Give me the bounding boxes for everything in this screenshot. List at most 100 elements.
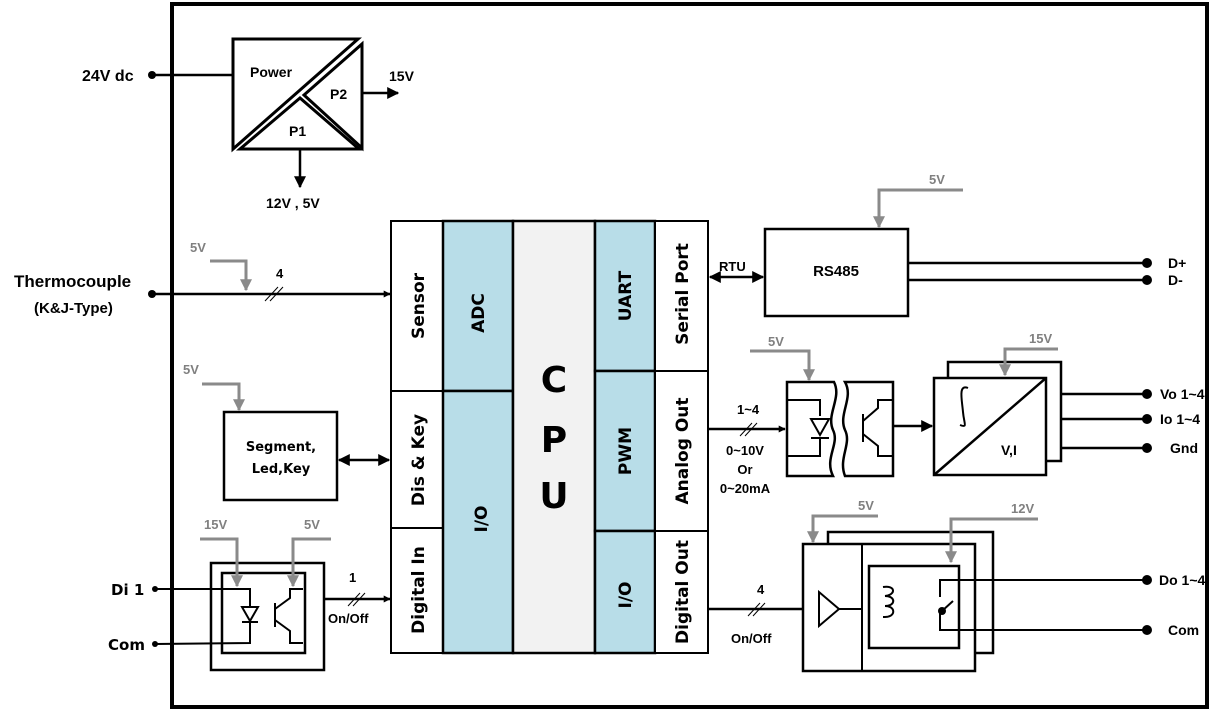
peripheral-pwm bbox=[593, 369, 657, 533]
thermocouple-input: Thermocouple (K&J-Type) 4 5V bbox=[14, 240, 391, 317]
peripheral-uart-label: UART bbox=[616, 270, 636, 321]
port-digital-out bbox=[654, 530, 709, 654]
di-supply-left-arrow bbox=[200, 537, 243, 588]
power-p2-label: P2 bbox=[330, 86, 347, 102]
do-com-label: Com bbox=[1168, 622, 1199, 638]
port-digital-in-label: Digital In bbox=[409, 546, 429, 634]
port-serial-label: Serial Port bbox=[673, 243, 693, 345]
display-box bbox=[222, 410, 339, 502]
analog-out-bus-width: 1~4 bbox=[737, 402, 760, 417]
peripheral-io-right-label: I/O bbox=[616, 582, 636, 609]
di-signal-label: On/Off bbox=[328, 611, 369, 626]
vo-label: Vo 1~4 bbox=[1160, 386, 1205, 402]
peripheral-io-left-label: I/O bbox=[472, 506, 492, 533]
digital-out-bus-width: 4 bbox=[757, 582, 765, 597]
port-dis-key-label: Dis & Key bbox=[409, 414, 429, 506]
di-diode-icon bbox=[240, 606, 260, 624]
do-terminal bbox=[1142, 575, 1152, 585]
rs485-supply-label: 5V bbox=[929, 172, 945, 187]
converter-supply-label: 15V bbox=[1029, 331, 1052, 346]
digital-out-signal: On/Off bbox=[731, 631, 772, 646]
peripheral-adc-label: ADC bbox=[469, 293, 489, 333]
di-com-terminal-label: Com bbox=[108, 636, 145, 654]
rs485-block: RS485 RTU 5V D+ D- bbox=[708, 172, 1186, 318]
thermocouple-label: Thermocouple bbox=[14, 272, 131, 291]
rs485-box bbox=[763, 227, 910, 318]
rs485-label: RS485 bbox=[813, 263, 859, 280]
power-label: Power bbox=[250, 64, 293, 80]
display-label-line2: Led,Key bbox=[252, 462, 311, 477]
power-converter-shape bbox=[231, 37, 362, 153]
analog-out-range-1: 0~10V bbox=[726, 443, 764, 458]
display-supply-label: 5V bbox=[183, 362, 199, 377]
io-terminal bbox=[1142, 414, 1152, 424]
converter-label: V,I bbox=[1001, 442, 1017, 458]
analog-opto-diode-icon bbox=[809, 418, 831, 438]
power-p1-label: P1 bbox=[289, 123, 306, 139]
relay-supply-label: 12V bbox=[1011, 501, 1034, 516]
do-com-terminal bbox=[1142, 625, 1152, 635]
digital-input-block: Di 1 Com 15V 5V 1 On/Off bbox=[108, 517, 391, 672]
p1-output-label: 12V , 5V bbox=[266, 195, 320, 211]
thermocouple-type-label: (K&J-Type) bbox=[34, 300, 113, 317]
digital-out-block: 4 On/Off Do 1~4 Com 5V 12V bbox=[708, 498, 1206, 673]
gnd-terminal bbox=[1142, 443, 1152, 453]
di-isolator-inner bbox=[220, 571, 307, 655]
cpu-core bbox=[511, 219, 597, 655]
driver-buffer-icon bbox=[818, 589, 841, 629]
rs485-supply-arrow bbox=[873, 188, 963, 229]
cpu-letter-u: U bbox=[539, 476, 568, 517]
thermocouple-supply-label: 5V bbox=[190, 240, 206, 255]
rs485-rtu-label: RTU bbox=[719, 259, 746, 274]
driver-supply-arrow bbox=[807, 514, 878, 544]
peripheral-io-left bbox=[441, 389, 515, 655]
analog-opto-transistor-side bbox=[841, 380, 895, 478]
relay-box bbox=[867, 564, 961, 650]
port-digital-out-label: Digital Out bbox=[673, 540, 693, 644]
do-label: Do 1~4 bbox=[1159, 572, 1206, 588]
peripheral-adc bbox=[441, 219, 515, 393]
rs485-dminus-terminal bbox=[1142, 275, 1152, 285]
analog-out-block: 1~4 0~10V Or 0~20mA 5V V,I 15V Vo 1~4 Io… bbox=[708, 331, 1205, 496]
di-supply-right-arrow bbox=[287, 537, 331, 588]
integral-icon bbox=[959, 386, 969, 427]
power-p2-shape bbox=[301, 40, 364, 152]
peripheral-pwm-label: PWM bbox=[616, 427, 636, 475]
display-block: Segment, Led,Key 5V bbox=[183, 362, 391, 502]
analog-opto-supply-label: 5V bbox=[768, 334, 784, 349]
vo-terminal bbox=[1142, 389, 1152, 399]
converter-supply-arrow bbox=[999, 347, 1058, 377]
power-input-label: 24V dc bbox=[82, 68, 134, 85]
di-terminal-label: Di 1 bbox=[111, 581, 144, 599]
p2-output-label: 15V bbox=[389, 68, 415, 84]
cpu-letter-p: P bbox=[541, 420, 567, 461]
di-bus-width: 1 bbox=[349, 570, 356, 585]
relay-supply-arrow bbox=[945, 517, 1038, 564]
rs485-dplus-terminal bbox=[1142, 258, 1152, 268]
rs485-dplus-label: D+ bbox=[1168, 255, 1186, 271]
cpu-block: Sensor Dis & Key Digital In ADC I/O UART… bbox=[390, 219, 709, 655]
driver-supply-label: 5V bbox=[858, 498, 874, 513]
thermocouple-supply-arrow bbox=[210, 259, 252, 292]
io-label: Io 1~4 bbox=[1160, 411, 1200, 427]
analog-out-range-2: Or bbox=[737, 462, 752, 477]
port-serial bbox=[654, 220, 709, 372]
rs485-dminus-label: D- bbox=[1168, 272, 1183, 288]
port-analog-out bbox=[654, 370, 709, 532]
port-sensor-label: Sensor bbox=[409, 272, 429, 339]
gnd-label: Gnd bbox=[1170, 440, 1198, 456]
display-supply-arrow bbox=[202, 382, 245, 412]
port-analog-out-label: Analog Out bbox=[673, 397, 693, 504]
di-supply-right-label: 5V bbox=[304, 517, 320, 532]
analog-opto-led-side bbox=[785, 380, 838, 478]
di-supply-left-label: 15V bbox=[204, 517, 227, 532]
thermocouple-bus-width: 4 bbox=[276, 266, 284, 281]
analog-out-range-3: 0~20mA bbox=[720, 481, 771, 496]
cpu-letter-c: C bbox=[541, 360, 567, 401]
relay-coil-icon bbox=[882, 585, 895, 618]
port-digital-in bbox=[390, 527, 444, 654]
analog-opto-supply-arrow bbox=[750, 349, 815, 382]
power-block: 24V dc Power P2 P1 15V 12V , 5V bbox=[82, 37, 415, 211]
display-label-line1: Segment, bbox=[246, 440, 316, 455]
